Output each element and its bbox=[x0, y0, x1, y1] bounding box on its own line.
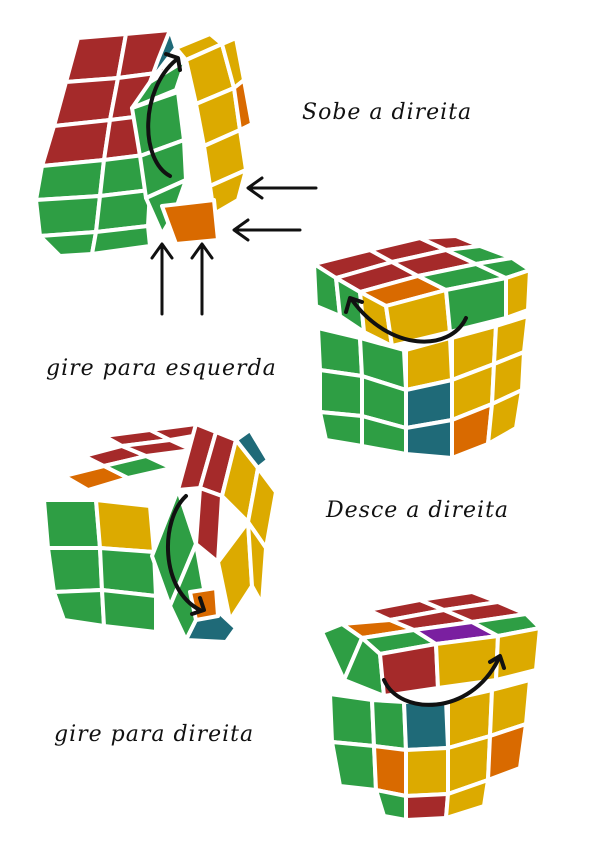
left-arrow-icon bbox=[232, 218, 250, 242]
up-arrow-icon bbox=[150, 242, 174, 260]
left-arrow-icon bbox=[246, 176, 264, 200]
cube-1 bbox=[34, 28, 254, 258]
curved-arrow-icon bbox=[146, 58, 178, 178]
cube-4 bbox=[320, 590, 542, 822]
caption-step-2: gire para esquerda bbox=[46, 356, 277, 381]
cube-2 bbox=[312, 234, 532, 460]
curved-arrow-icon bbox=[190, 596, 206, 616]
curved-arrow-icon bbox=[350, 298, 468, 344]
curved-arrow-icon bbox=[165, 494, 202, 612]
caption-step-3: Desce a direita bbox=[326, 498, 510, 523]
cube-3 bbox=[42, 422, 278, 644]
curved-arrow-icon bbox=[488, 654, 506, 670]
curved-arrow-icon bbox=[382, 658, 500, 707]
curved-arrow-icon bbox=[164, 52, 182, 72]
caption-step-4: gire para direita bbox=[54, 722, 255, 747]
curved-arrow-icon bbox=[344, 296, 364, 314]
caption-step-1: Sobe a direita bbox=[302, 100, 473, 125]
up-arrow-icon bbox=[190, 242, 214, 260]
